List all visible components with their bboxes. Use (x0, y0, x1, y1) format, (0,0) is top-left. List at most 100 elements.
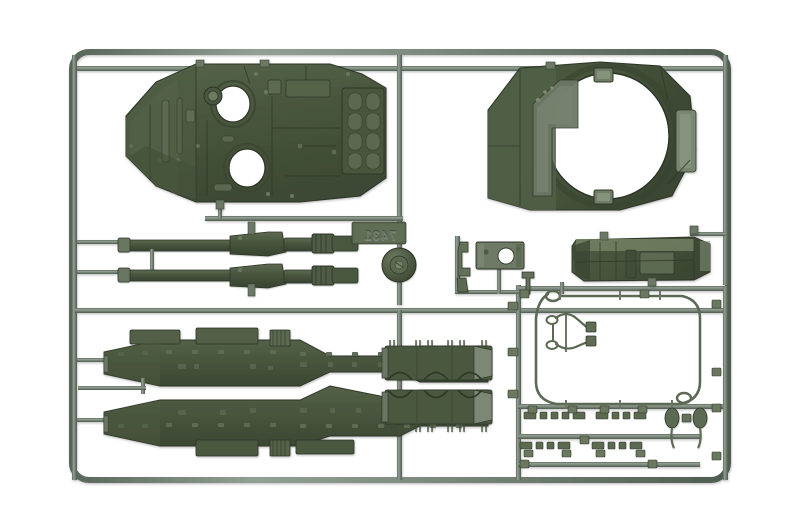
skirt-lower-box-2 (295, 439, 355, 455)
stowage-bin-door-right (639, 251, 675, 275)
stowage-bin-top-face (576, 239, 694, 251)
sprue-stub-bin (560, 282, 564, 294)
skirt-lower-ribs (272, 440, 286, 456)
barrel-upper-fume-extractor (229, 231, 287, 257)
skirt-upper-body (103, 339, 489, 387)
sprue-stub-plate (497, 260, 501, 294)
tow-cable-large-eye-b (675, 391, 693, 405)
sprue-rail-vertical-left (72, 55, 77, 480)
bracket-tee (521, 271, 535, 295)
skirt-upper-arches (387, 371, 483, 381)
mount-plate-bore (497, 247, 515, 265)
bracket-hook-upper (457, 241, 471, 277)
skirt-sections-upper-endcap (473, 345, 493, 381)
skirt-lower-arches (387, 389, 483, 399)
sprue-rail-horizontal-rightbox-low (518, 434, 700, 439)
barrel-upper-gate (247, 221, 256, 235)
barrel-lower-muzzle (117, 267, 131, 283)
stowage-bin-panel-lines (575, 238, 695, 280)
skirt-upper-hinge (381, 347, 389, 379)
sprue-rail-small-parts-vertical (455, 236, 460, 292)
barrel-upper-boss (237, 235, 243, 241)
part-gun-barrel-lower (117, 263, 359, 297)
hull-periscope-lens (207, 90, 219, 102)
skirt-upper-front-taper (104, 340, 160, 386)
tow-cable-small-run-a (554, 312, 592, 332)
detail-strip-row-a (523, 405, 648, 420)
barrel-lower-breech-collar (311, 265, 335, 286)
sprue-rail-horizontal-rightbox-top (518, 286, 726, 291)
sprue-rail-vertical-right (723, 55, 728, 285)
skirt-upper-box-2 (195, 327, 259, 345)
hull-commander-hatch-opening (228, 148, 266, 188)
turret-gate-right (689, 225, 699, 235)
sprue-rail-vertical-center (397, 55, 402, 305)
sprue-code-plate (351, 221, 407, 245)
part-small-brackets-center (456, 241, 535, 295)
sprue-cable-hangers (559, 291, 673, 409)
barrel-lower-gate (247, 283, 256, 297)
sprue-code-plate-inner (354, 224, 404, 242)
part-road-wheel (381, 247, 417, 283)
barrel-upper-breech-collar (311, 233, 335, 254)
skirt-lower-box-1 (195, 439, 259, 457)
skirt-upper-ribs (272, 330, 286, 346)
skirt-sections-lower-endcap (473, 389, 493, 425)
part-skirt-sections-lower (381, 389, 493, 432)
part-detail-strips (519, 405, 648, 458)
sprue-bridge-skirts (78, 378, 146, 394)
skirt-lower-front-taper (104, 400, 160, 446)
sprue-rail-vertical-far-right (723, 286, 728, 480)
part-stowage-bin (571, 231, 711, 287)
tow-cable-large-run (534, 292, 702, 406)
part-side-skirt-upper (103, 327, 489, 387)
barrel-lower-rings (315, 266, 327, 285)
barrel-lower-rear-tube (283, 269, 315, 284)
sprue-stub-turret-right (690, 232, 726, 236)
road-wheel-detail (394, 261, 405, 269)
skirt-lower-gate-left (103, 415, 109, 433)
turret-mantlet-highlight (537, 86, 572, 192)
turret-tab-top-inner (597, 71, 610, 79)
hull-lower-facet (130, 146, 196, 202)
mount-plate-pin (483, 249, 489, 255)
periscope-right-head (692, 407, 708, 429)
part-hull-upper-deck (125, 59, 387, 210)
sprue-stub-left-skirt-lower (77, 418, 105, 422)
barrel-upper-rings (315, 234, 327, 253)
barrel-lower-fume-extractor (229, 263, 287, 289)
sprue-rail-horizontal-rightbox-mid (518, 404, 726, 409)
hull-gate-top-2 (259, 59, 270, 68)
mount-plate-edge-highlight (478, 244, 484, 267)
part-skirt-sections-upper (381, 340, 493, 381)
sprue-stub-small-parts (455, 290, 519, 294)
barrel-upper-tube (121, 239, 233, 252)
bracket-hook-lower (456, 277, 469, 293)
tow-cable-bracket-b (585, 335, 597, 347)
turret-edge-lines (488, 65, 691, 206)
skirt-upper-section-divs (416, 347, 453, 379)
hull-panel-rect-top (285, 79, 331, 98)
sprue-rail-under-hull (205, 216, 403, 221)
barrel-upper-muzzle (117, 237, 131, 253)
stowage-bin-gate-bottom (647, 277, 657, 287)
sprue-stub-left-barrel-upper (77, 240, 119, 244)
periscope-left-stem (670, 427, 675, 449)
hull-gate-bottom (215, 199, 225, 210)
sprue-stub-left-barrel-lower (77, 270, 119, 274)
hull-commander-hatch-ring (223, 143, 271, 193)
sprue-left-nubs-right-compartment (507, 289, 722, 469)
skirt-lower-section-divs (416, 391, 453, 423)
periscope-center-block (681, 413, 692, 423)
skirt-lower-mount-pins (389, 422, 487, 432)
barrel-lower-boss (237, 267, 243, 273)
sprue-rail-horizontal-rightbox-bottom (518, 462, 700, 467)
turret-tab-bottom-inner (597, 193, 610, 201)
skirt-upper-mount-pins (389, 340, 487, 348)
periscope-left-head (664, 407, 680, 429)
stowage-bin-right-end (700, 241, 710, 271)
periscope-right-stem (697, 427, 702, 449)
barrel-lower-breech-end (331, 267, 359, 284)
sprue-stub-hull (218, 207, 222, 219)
